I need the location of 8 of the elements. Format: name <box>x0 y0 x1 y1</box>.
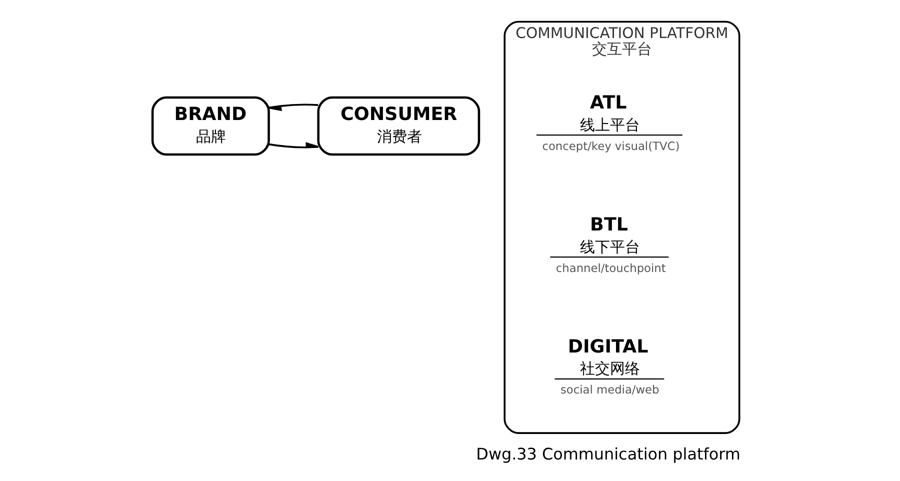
node-text: BTL 线下平台 channel/touchpoint <box>555 214 666 275</box>
node-text: DIGITAL 社交网络 social media/web <box>560 336 659 397</box>
node-text: ATL 线上平台 concept/key visual(TVC) <box>542 92 680 153</box>
node-box: BRAND 品牌 <box>150 96 270 156</box>
node-box: CONSUMER 消费者 <box>316 96 480 156</box>
caption: Dwg.33 Communication platform <box>476 444 740 464</box>
arrow <box>268 142 319 148</box>
arrow <box>268 104 318 112</box>
